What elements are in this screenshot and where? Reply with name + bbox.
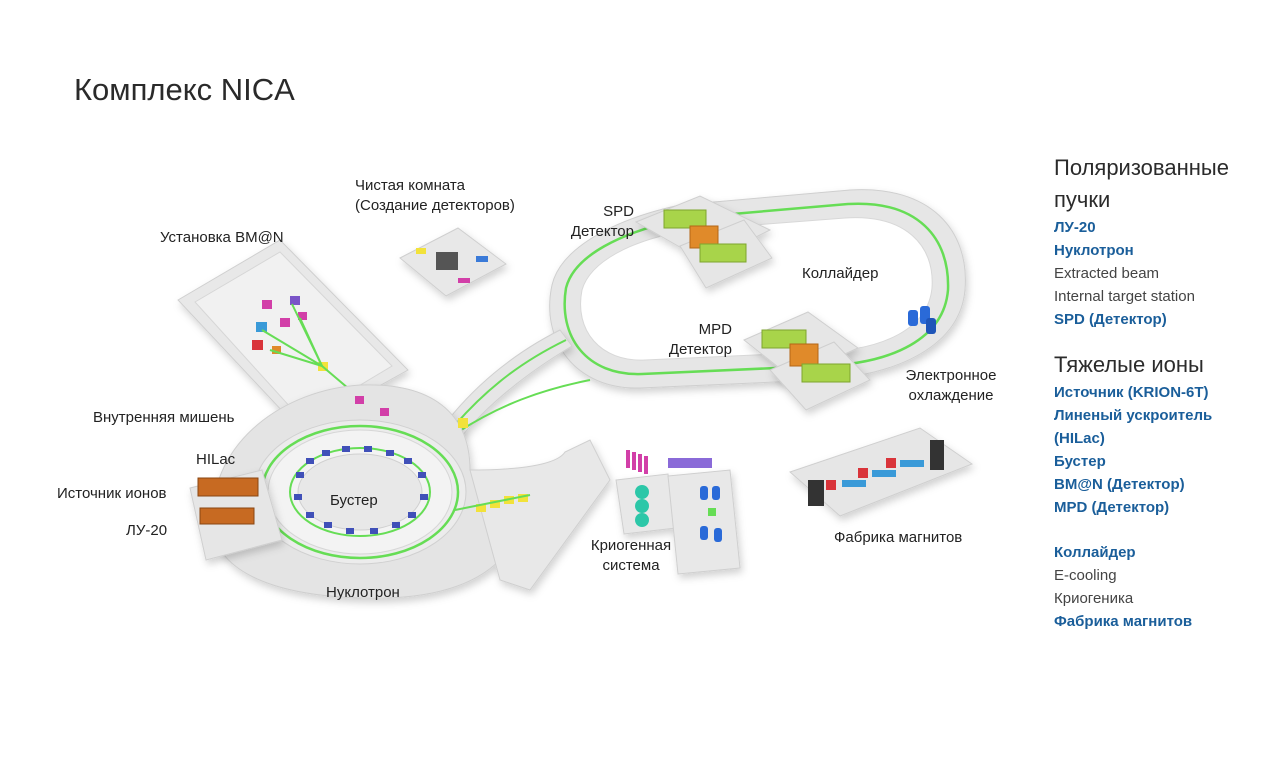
legend-link-mpd[interactable]: MPD (Детектор)	[1054, 499, 1170, 516]
magnet-factory-equipment	[808, 440, 944, 506]
internal-target-label: Внутренняя мишень	[93, 409, 235, 426]
legend-item-extracted-beam: Extracted beam	[1054, 265, 1160, 282]
legend-link-collider[interactable]: Коллайдер	[1054, 544, 1136, 561]
page-title: Комплекс NICA	[74, 72, 295, 107]
cryogenic-tanks	[626, 450, 722, 542]
legend-link-magnet-factory[interactable]: Фабрика магнитов	[1054, 613, 1193, 630]
transfer-beamline	[457, 379, 591, 433]
nuclotron-hall	[211, 384, 611, 599]
legend-item-internal-target: Internal target station	[1054, 288, 1195, 305]
clean-room-equipment	[476, 256, 488, 262]
legend-item-e-cooling: E-cooling	[1054, 567, 1117, 584]
legend-list-heavy-ions: Источник (KRION-6T) Линеный ускроитель (…	[1054, 381, 1274, 519]
extraction-magnet	[380, 408, 389, 416]
spd-magnet	[663, 209, 707, 229]
clean-room-equipment	[416, 248, 426, 254]
hilac-accelerator	[197, 477, 259, 497]
collider-beamline	[563, 202, 950, 376]
ion-source-label: Источник ионов	[57, 485, 167, 502]
mpd-label: MPD Детектор	[668, 321, 732, 358]
mpd-core	[789, 343, 819, 367]
legend-item-cryogenics: Криогеника	[1054, 590, 1134, 607]
lu20-accelerator	[199, 507, 255, 525]
clean-room-label: Чистая комната (Создание детекторов)	[355, 177, 515, 214]
electron-cooling	[908, 306, 936, 334]
legend-heading-polarized: Поляризованные пучки	[1054, 155, 1229, 212]
nuclotron-label: Нуклотрон	[326, 584, 400, 601]
nica-complex-diagram	[177, 189, 974, 599]
legend-heading-heavy-ions: Тяжелые ионы	[1054, 352, 1204, 377]
transfer-beamline	[454, 339, 567, 426]
legend-list-infrastructure: Коллайдер E-cooling Криогеника Фабрика м…	[1054, 541, 1274, 633]
magnet-factory-label: Фабрика магнитов	[834, 529, 963, 546]
legend-link-booster[interactable]: Бустер	[1054, 453, 1106, 470]
legend-link-spd[interactable]: SPD (Детектор)	[1054, 311, 1167, 328]
legend-list-polarized: ЛУ-20 Нуклотрон Extracted beam Internal …	[1054, 216, 1274, 331]
booster-label: Бустер	[330, 492, 378, 509]
bmn-label: Установка BM@N	[160, 229, 284, 246]
cryogenic-label: Криогенная система	[590, 537, 672, 574]
legend-link-hilac[interactable]: (HILac)	[1054, 430, 1105, 447]
clean-room-equipment	[436, 252, 458, 270]
spd-magnet	[699, 243, 747, 263]
booster-beamline	[289, 447, 431, 537]
legend-link-lu20[interactable]: ЛУ-20	[1054, 219, 1096, 236]
collider-ring	[549, 189, 966, 389]
mpd-magnet	[801, 363, 851, 383]
legend-link-linac[interactable]: Линеный ускроитель	[1054, 407, 1213, 424]
extraction-magnet	[355, 396, 364, 404]
clean-room-equipment	[458, 278, 470, 283]
extracted-beamline	[454, 494, 531, 511]
collider-label: Коллайдер	[802, 265, 879, 282]
legend-link-bmn[interactable]: BM@N (Детектор)	[1054, 476, 1185, 493]
legend-link-nuclotron[interactable]: Нуклотрон	[1054, 242, 1134, 259]
lu20-label: ЛУ-20	[126, 522, 168, 539]
legend-link-krion[interactable]: Источник (KRION-6T)	[1054, 384, 1209, 401]
spd-label: SPD Детектор	[570, 203, 634, 240]
transfer-channels	[447, 329, 573, 437]
bmn-platform	[177, 239, 409, 431]
hilac-label: HILac	[196, 451, 236, 468]
extraction-magnet	[458, 418, 468, 428]
booster-magnets	[294, 446, 428, 534]
electron-cooling-label: Электронное охлаждение	[905, 367, 997, 404]
legend-panel: Поляризованные пучки ЛУ-20 Нуклотрон Ext…	[1054, 152, 1274, 651]
